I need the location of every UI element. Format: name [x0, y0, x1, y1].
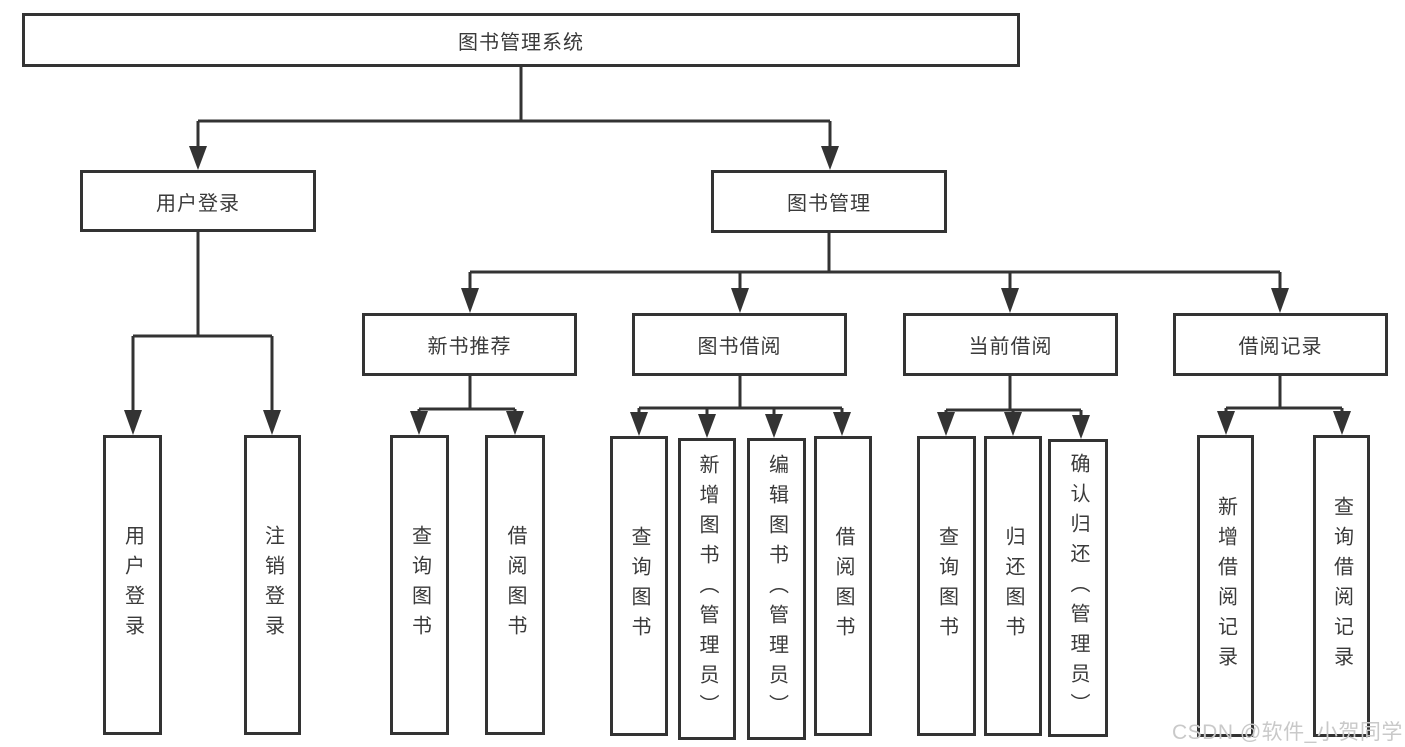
node-book-management: 图书管理 [711, 170, 947, 233]
node-label: 当前借阅 [968, 336, 1053, 358]
leaf-add-borrow-record: 新增借阅记录 [1197, 435, 1254, 737]
node-borrowing-records: 借阅记录 [1173, 313, 1388, 376]
node-current-borrowing: 当前借阅 [903, 313, 1118, 376]
node-label: 图书管理系统 [458, 31, 584, 54]
leaf-query-borrow-record: 查询借阅记录 [1313, 435, 1370, 737]
node-label: 借阅记录 [1238, 336, 1323, 358]
leaf-user-login: 用户登录 [103, 435, 162, 735]
leaf-edit-books-admin: 编辑图书（管理员） [747, 438, 806, 740]
node-library-management-system: 图书管理系统 [22, 13, 1020, 67]
leaf-borrow-books-borrowing: 借阅图书 [814, 436, 872, 736]
node-user-login: 用户登录 [80, 170, 316, 232]
leaf-query-books-borrowing: 查询图书 [610, 436, 668, 736]
leaf-confirm-return-admin: 确认归还（管理员） [1048, 439, 1108, 737]
node-label: 用户登录 [156, 192, 240, 215]
leaf-query-books-recommend: 查询图书 [390, 435, 449, 735]
node-new-book-recommendation: 新书推荐 [362, 313, 577, 376]
leaf-query-books-current: 查询图书 [917, 436, 976, 736]
leaf-add-books-admin: 新增图书（管理员） [678, 438, 736, 740]
node-book-borrowing: 图书借阅 [632, 313, 847, 376]
node-label: 图书借阅 [697, 336, 782, 358]
node-label: 新书推荐 [427, 336, 512, 358]
leaf-return-books: 归还图书 [984, 436, 1042, 736]
leaf-borrow-books-recommend: 借阅图书 [485, 435, 545, 735]
watermark: CSDN @软件_小贺同学 [1172, 721, 1403, 744]
leaf-logout: 注销登录 [244, 435, 301, 735]
node-label: 图书管理 [787, 193, 871, 215]
